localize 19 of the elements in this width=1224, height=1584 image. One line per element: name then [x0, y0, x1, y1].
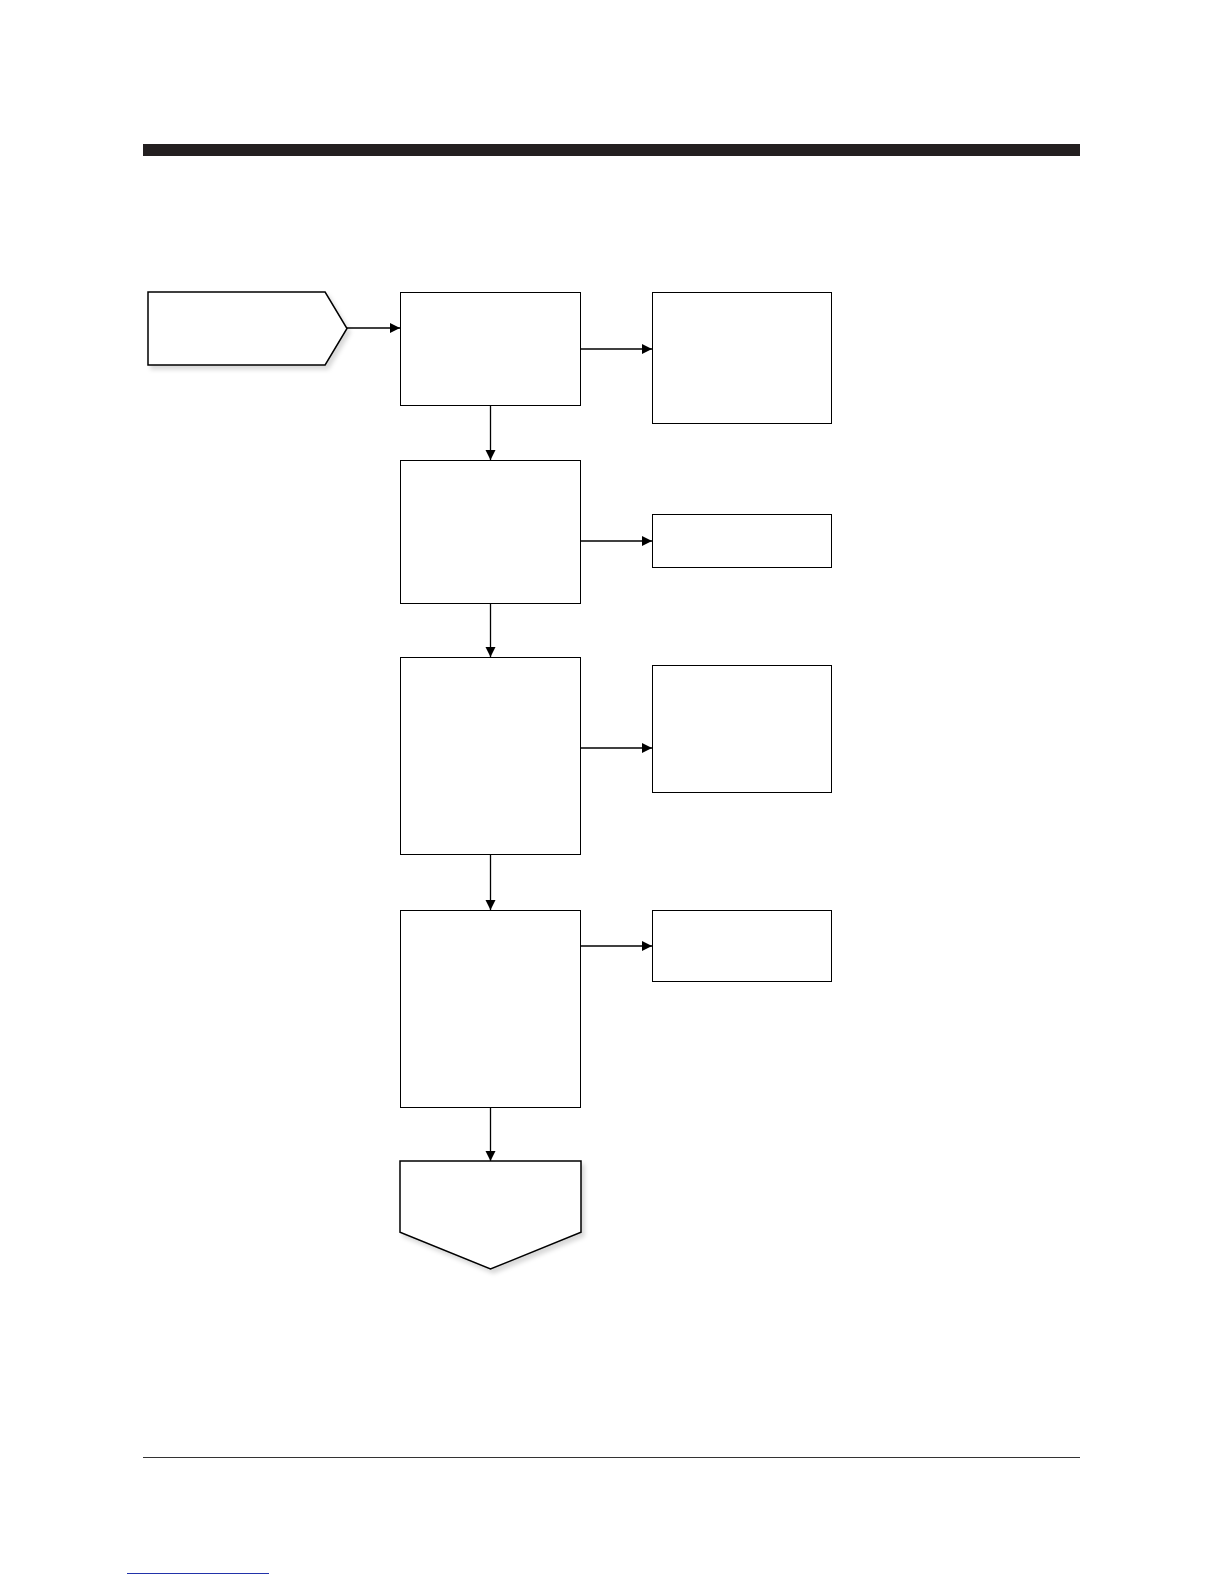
arrow — [580, 742, 653, 754]
arrow — [485, 405, 496, 461]
process-box — [400, 657, 581, 855]
arrow — [580, 343, 653, 355]
process-box — [400, 292, 581, 406]
arrow — [346, 322, 401, 334]
process-box — [400, 460, 581, 604]
pentagon-connector — [400, 1161, 581, 1269]
process-box — [400, 910, 581, 1108]
process-box — [652, 292, 832, 424]
arrow — [485, 854, 496, 911]
process-box — [652, 910, 832, 982]
arrow — [485, 603, 496, 658]
process-box — [652, 514, 832, 568]
arrow — [485, 1107, 496, 1162]
process-box — [652, 665, 832, 793]
pentagon-connector — [148, 292, 347, 365]
arrow — [580, 940, 653, 952]
arrow — [580, 535, 653, 547]
